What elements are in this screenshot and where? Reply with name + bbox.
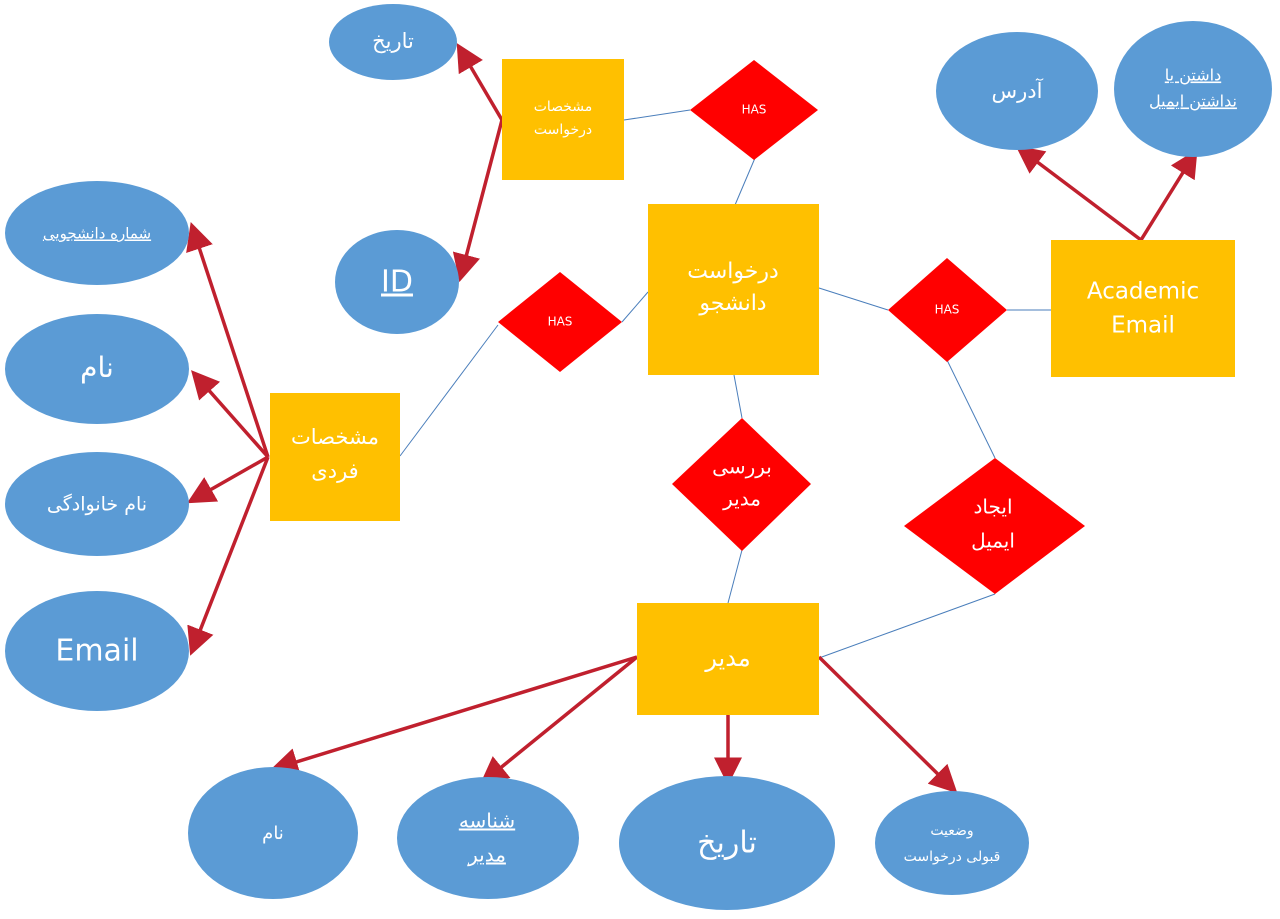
connector-personal-specs-has — [399, 324, 499, 457]
attribute-request-id: ID — [335, 230, 459, 334]
relationship-create-email-label-1: ایجاد — [973, 495, 1012, 519]
attribute-manager-id-label-1: شناسه — [459, 809, 515, 833]
entity-academic-email: Academic Email — [1051, 240, 1235, 377]
attribute-address: آدرس — [936, 32, 1098, 150]
relationship-has-top-label: HAS — [742, 103, 767, 117]
relationship-manager-review-label-2: مدیر — [722, 487, 761, 511]
relationship-has-right: HAS — [888, 258, 1007, 362]
attribute-first-name: نام — [5, 314, 189, 424]
arrow-to-request-id — [452, 119, 504, 283]
arrow-to-acceptance-status — [817, 655, 958, 794]
arrow-to-has-email — [1139, 149, 1198, 241]
relationship-has-top: HAS — [690, 60, 818, 160]
entity-academic-email-label-2: Email — [1111, 313, 1175, 339]
attribute-acceptance-status-label-1: وضعیت — [930, 823, 973, 839]
entity-personal-specs-label-2: فردی — [311, 459, 358, 483]
attribute-manager-name-label: نام — [262, 823, 284, 844]
connector-has-create-email — [946, 359, 996, 459]
connector-create-email-manager — [818, 593, 996, 659]
entity-request-specs-label-2: درخواست — [534, 122, 592, 138]
attribute-has-email-label-1: داشتن یا — [1165, 66, 1221, 86]
relationship-has-right-label: HAS — [935, 303, 960, 317]
attribute-request-id-label: ID — [381, 265, 413, 300]
arrow-to-manager-name — [269, 655, 638, 776]
entity-personal-specs-label-1: مشخصات — [291, 425, 379, 449]
arrow-to-address — [1015, 145, 1143, 242]
relationship-has-left: HAS — [498, 272, 622, 372]
attribute-email: Email — [5, 591, 189, 711]
arrow-to-request-date — [456, 42, 504, 121]
attribute-has-email: داشتن یا نداشتن ایمیل — [1114, 21, 1272, 157]
attribute-acceptance-status: وضعیت قبولی درخواست — [875, 791, 1029, 895]
connector-review-manager — [727, 549, 743, 604]
attribute-address-label: آدرس — [992, 78, 1044, 103]
entity-student-request-label-2: دانشجو — [698, 291, 766, 316]
attribute-has-email-label-2: نداشتن ایمیل — [1149, 92, 1237, 112]
arrow-to-email — [187, 456, 270, 656]
attribute-request-date-label: تاریخ — [372, 29, 414, 53]
attribute-student-number: شماره دانشجویی — [5, 181, 189, 285]
entity-personal-specs: مشخصات فردی — [270, 393, 400, 521]
entity-academic-email-label-1: Academic — [1087, 279, 1199, 305]
entity-manager-label: مدیر — [704, 644, 750, 672]
entity-request-specs: مشخصات درخواست — [502, 59, 624, 180]
attribute-first-name-label: نام — [80, 351, 114, 384]
arrow-to-manager-id — [479, 655, 639, 785]
entity-manager: مدیر — [637, 603, 819, 715]
attribute-review-date-label: تاریخ — [697, 826, 757, 861]
attribute-last-name: نام خانوادگی — [5, 452, 189, 556]
relationship-manager-review-label-1: بررسی — [712, 455, 772, 479]
connector-has-student-request-left — [621, 291, 649, 323]
relationship-has-left-label: HAS — [548, 315, 573, 329]
connector-request-specs-has — [623, 109, 691, 121]
relationship-manager-review: بررسی مدیر — [672, 418, 811, 551]
arrow-to-student-number — [186, 222, 270, 458]
relationship-create-email-label-2: ایمیل — [971, 529, 1015, 553]
relationship-create-email: ایجاد ایمیل — [904, 458, 1085, 594]
connector-student-request-has-right — [818, 287, 889, 311]
connector-has-student-request — [734, 157, 756, 206]
attribute-review-date: تاریخ — [619, 776, 835, 910]
entity-student-request-label-1: درخواست — [687, 259, 779, 284]
attribute-acceptance-status-label-2: قبولی درخواست — [904, 849, 1001, 865]
attribute-student-number-label: شماره دانشجویی — [43, 225, 151, 243]
connector-student-request-review — [733, 374, 743, 419]
entity-request-specs-label-1: مشخصات — [534, 99, 593, 115]
attribute-email-label: Email — [55, 634, 138, 669]
arrow-to-first-name — [191, 370, 270, 459]
attribute-arrows — [186, 42, 1198, 794]
arrow-to-last-name — [186, 455, 269, 504]
attribute-last-name-label: نام خانوادگی — [47, 493, 147, 516]
attribute-request-date: تاریخ — [329, 4, 457, 80]
attribute-manager-name: نام — [188, 767, 358, 899]
attribute-manager-id: شناسه مدیر — [397, 777, 579, 899]
connector-lines — [399, 109, 1051, 659]
attribute-manager-id-label-2: مدیر — [467, 843, 506, 867]
entity-student-request: درخواست دانشجو — [648, 204, 819, 375]
